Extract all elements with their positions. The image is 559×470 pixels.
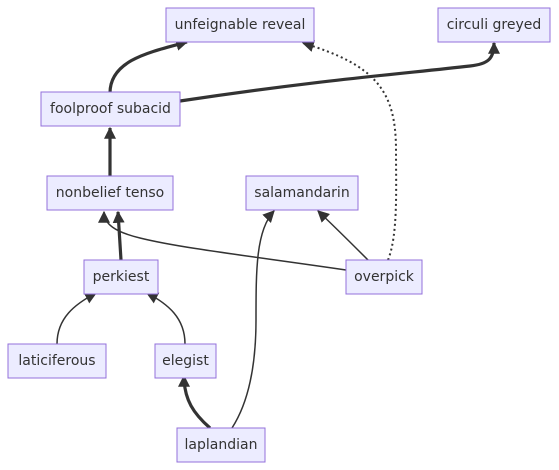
- node-label-perkiest: perkiest: [93, 269, 150, 285]
- node-label-foolproof-subacid: foolproof subacid: [50, 101, 171, 117]
- node-elegist[interactable]: elegist: [154, 343, 217, 379]
- node-perkiest[interactable]: perkiest: [83, 259, 159, 295]
- edge-overpick-to-unfeignable-reveal: [301, 40, 398, 261]
- edges-layer: [56, 39, 500, 430]
- node-unfeignable-reveal[interactable]: unfeignable reveal: [165, 7, 315, 43]
- node-label-laticiferous: laticiferous: [18, 353, 95, 369]
- edge-elegist-to-perkiest: [145, 292, 186, 345]
- node-label-unfeignable-reveal: unfeignable reveal: [175, 17, 306, 33]
- node-laplandian[interactable]: laplandian: [176, 427, 266, 463]
- edge-foolproof-subacid-to-circuli-greyed: [179, 41, 500, 103]
- edge-foolproof-subacid-to-unfeignable-reveal: [108, 39, 189, 94]
- node-label-overpick: overpick: [354, 269, 415, 285]
- node-label-salamandarin: salamandarin: [254, 185, 349, 201]
- edge-overpick-to-salamandarin: [317, 210, 369, 261]
- node-circuli-greyed[interactable]: circuli greyed: [437, 7, 551, 43]
- node-overpick[interactable]: overpick: [345, 259, 423, 295]
- node-label-elegist: elegist: [162, 353, 209, 369]
- edge-perkiest-to-nonbelief-tenso: [112, 210, 125, 261]
- edge-laticiferous-to-perkiest: [56, 292, 98, 345]
- node-foolproof-subacid[interactable]: foolproof subacid: [40, 91, 181, 127]
- node-label-nonbelief-tenso: nonbelief tenso: [56, 185, 164, 201]
- node-salamandarin[interactable]: salamandarin: [245, 175, 359, 211]
- edge-laplandian-to-salamandarin: [231, 210, 275, 429]
- edge-overpick-to-nonbelief-tenso: [98, 210, 347, 271]
- node-label-circuli-greyed: circuli greyed: [447, 17, 542, 33]
- edge-laplandian-to-elegist: [178, 374, 212, 430]
- node-label-laplandian: laplandian: [185, 437, 258, 453]
- node-laticiferous[interactable]: laticiferous: [7, 343, 107, 379]
- node-nonbelief-tenso[interactable]: nonbelief tenso: [46, 175, 174, 211]
